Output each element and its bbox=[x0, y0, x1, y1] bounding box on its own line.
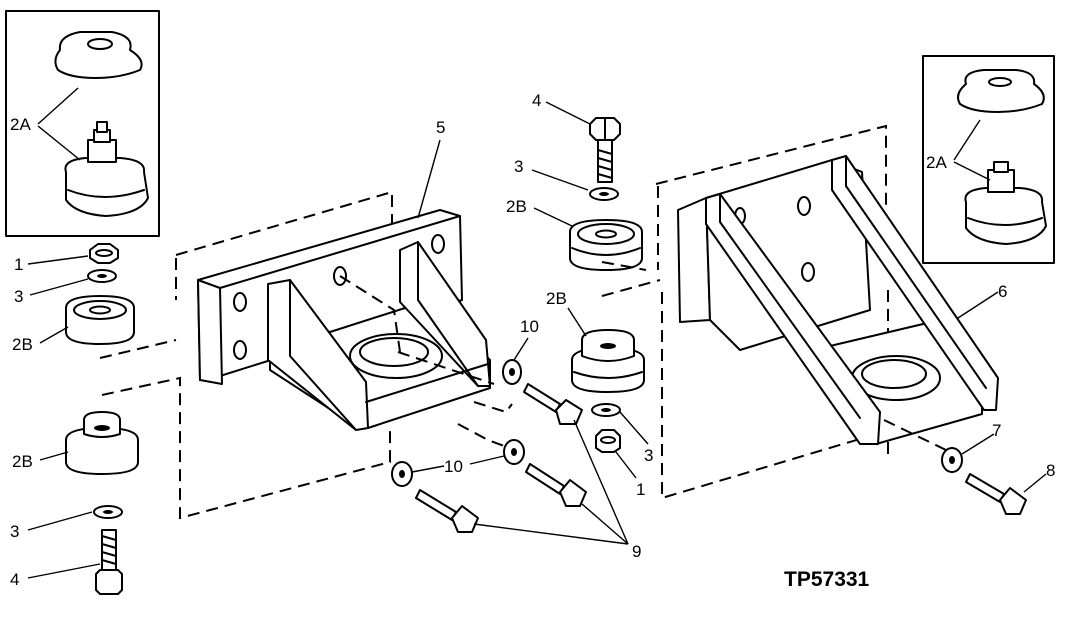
label-4-left-bottom: 4 bbox=[10, 570, 19, 589]
label-10-lower: 10 bbox=[444, 457, 463, 476]
label-5: 5 bbox=[436, 118, 445, 137]
bracket-5 bbox=[99, 190, 513, 520]
label-1-center: 1 bbox=[636, 480, 645, 499]
left-upper-stack bbox=[65, 243, 135, 345]
left-lower-stack bbox=[65, 411, 139, 595]
label-3-left: 3 bbox=[14, 287, 23, 306]
label-2b-left-lower: 2B bbox=[12, 452, 33, 471]
figure-code: TP57331 bbox=[784, 568, 870, 591]
label-6: 6 bbox=[998, 282, 1007, 301]
center-lower-stack bbox=[391, 329, 645, 533]
label-7: 7 bbox=[992, 421, 1001, 440]
label-3-center: 3 bbox=[514, 157, 523, 176]
inset-box-left bbox=[5, 10, 160, 237]
label-2a-right: 2A bbox=[926, 153, 947, 172]
label-9: 9 bbox=[632, 542, 641, 561]
bracket-6 bbox=[601, 124, 999, 500]
label-8: 8 bbox=[1046, 461, 1055, 480]
label-4-center: 4 bbox=[532, 91, 541, 110]
label-2b-center-lower: 2B bbox=[546, 289, 567, 308]
label-2a-left: 2A bbox=[10, 115, 31, 134]
inset-box-right bbox=[922, 55, 1055, 264]
label-2b-left-upper: 2B bbox=[12, 335, 33, 354]
right-hardware bbox=[941, 447, 1027, 515]
label-2b-center-upper: 2B bbox=[506, 197, 527, 216]
label-1-left: 1 bbox=[14, 255, 23, 274]
label-3-center-lower: 3 bbox=[644, 446, 653, 465]
label-10-upper: 10 bbox=[520, 317, 539, 336]
label-3-left-bottom: 3 bbox=[10, 522, 19, 541]
center-upper-stack bbox=[569, 117, 643, 271]
